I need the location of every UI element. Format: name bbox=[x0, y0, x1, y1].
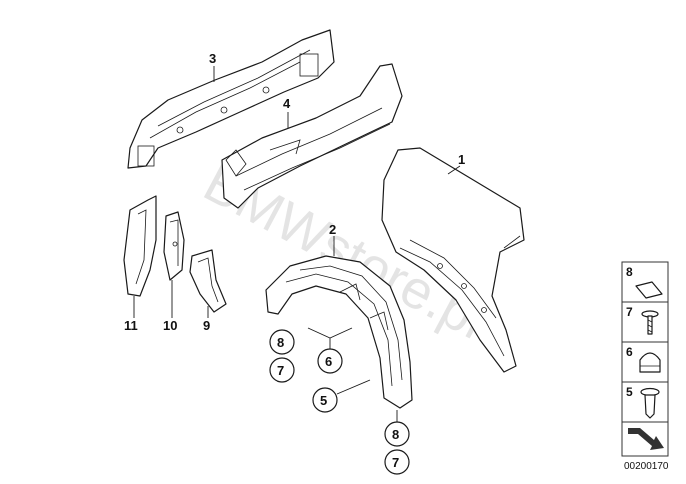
callout-11: 11 bbox=[124, 318, 138, 333]
callout-1: 1 bbox=[458, 152, 465, 167]
callout-circle-8-right: 8 bbox=[384, 421, 410, 447]
legend-fasteners: 8 7 6 5 bbox=[621, 261, 669, 457]
callout-circle-5: 5 bbox=[312, 387, 338, 413]
part-10-bracket[interactable] bbox=[163, 211, 185, 281]
clip-nut-icon bbox=[635, 281, 663, 299]
part-3-cowl-panel[interactable] bbox=[127, 29, 335, 169]
callout-9: 9 bbox=[203, 318, 210, 333]
leader-6 bbox=[307, 327, 353, 349]
svg-text:7: 7 bbox=[392, 455, 399, 470]
part-1-side-panel[interactable] bbox=[381, 147, 525, 373]
svg-text:8: 8 bbox=[392, 427, 399, 442]
cap-nut-icon bbox=[639, 352, 661, 373]
leader-1 bbox=[447, 165, 461, 175]
svg-text:5: 5 bbox=[320, 393, 327, 408]
callout-circle-8-left: 8 bbox=[269, 329, 295, 355]
diagram-code: 00200170 bbox=[624, 461, 669, 472]
svg-text:6: 6 bbox=[325, 354, 332, 369]
callout-4: 4 bbox=[283, 96, 291, 111]
part-2-wheel-arch-cover[interactable] bbox=[265, 255, 413, 409]
legend-label-6: 6 bbox=[626, 345, 633, 359]
callout-2: 2 bbox=[329, 222, 336, 237]
callout-10: 10 bbox=[163, 318, 177, 333]
screw-icon bbox=[641, 310, 659, 335]
direction-arrow-icon bbox=[628, 428, 664, 450]
part-11-pillar-trim[interactable] bbox=[123, 195, 157, 297]
callout-circle-7-left: 7 bbox=[269, 357, 295, 383]
legend-label-5: 5 bbox=[626, 385, 633, 399]
svg-text:7: 7 bbox=[277, 363, 284, 378]
svg-text:8: 8 bbox=[277, 335, 284, 350]
leader-5 bbox=[336, 379, 371, 395]
callout-circle-7-right: 7 bbox=[384, 449, 410, 475]
callout-circle-6: 6 bbox=[317, 348, 343, 374]
legend-label-7: 7 bbox=[626, 305, 633, 319]
part-4-cross-member[interactable] bbox=[221, 63, 403, 209]
part-9-lower-trim[interactable] bbox=[189, 249, 227, 313]
callout-3: 3 bbox=[209, 51, 216, 66]
legend-label-8: 8 bbox=[626, 265, 633, 279]
expanding-rivet-icon bbox=[640, 387, 660, 419]
